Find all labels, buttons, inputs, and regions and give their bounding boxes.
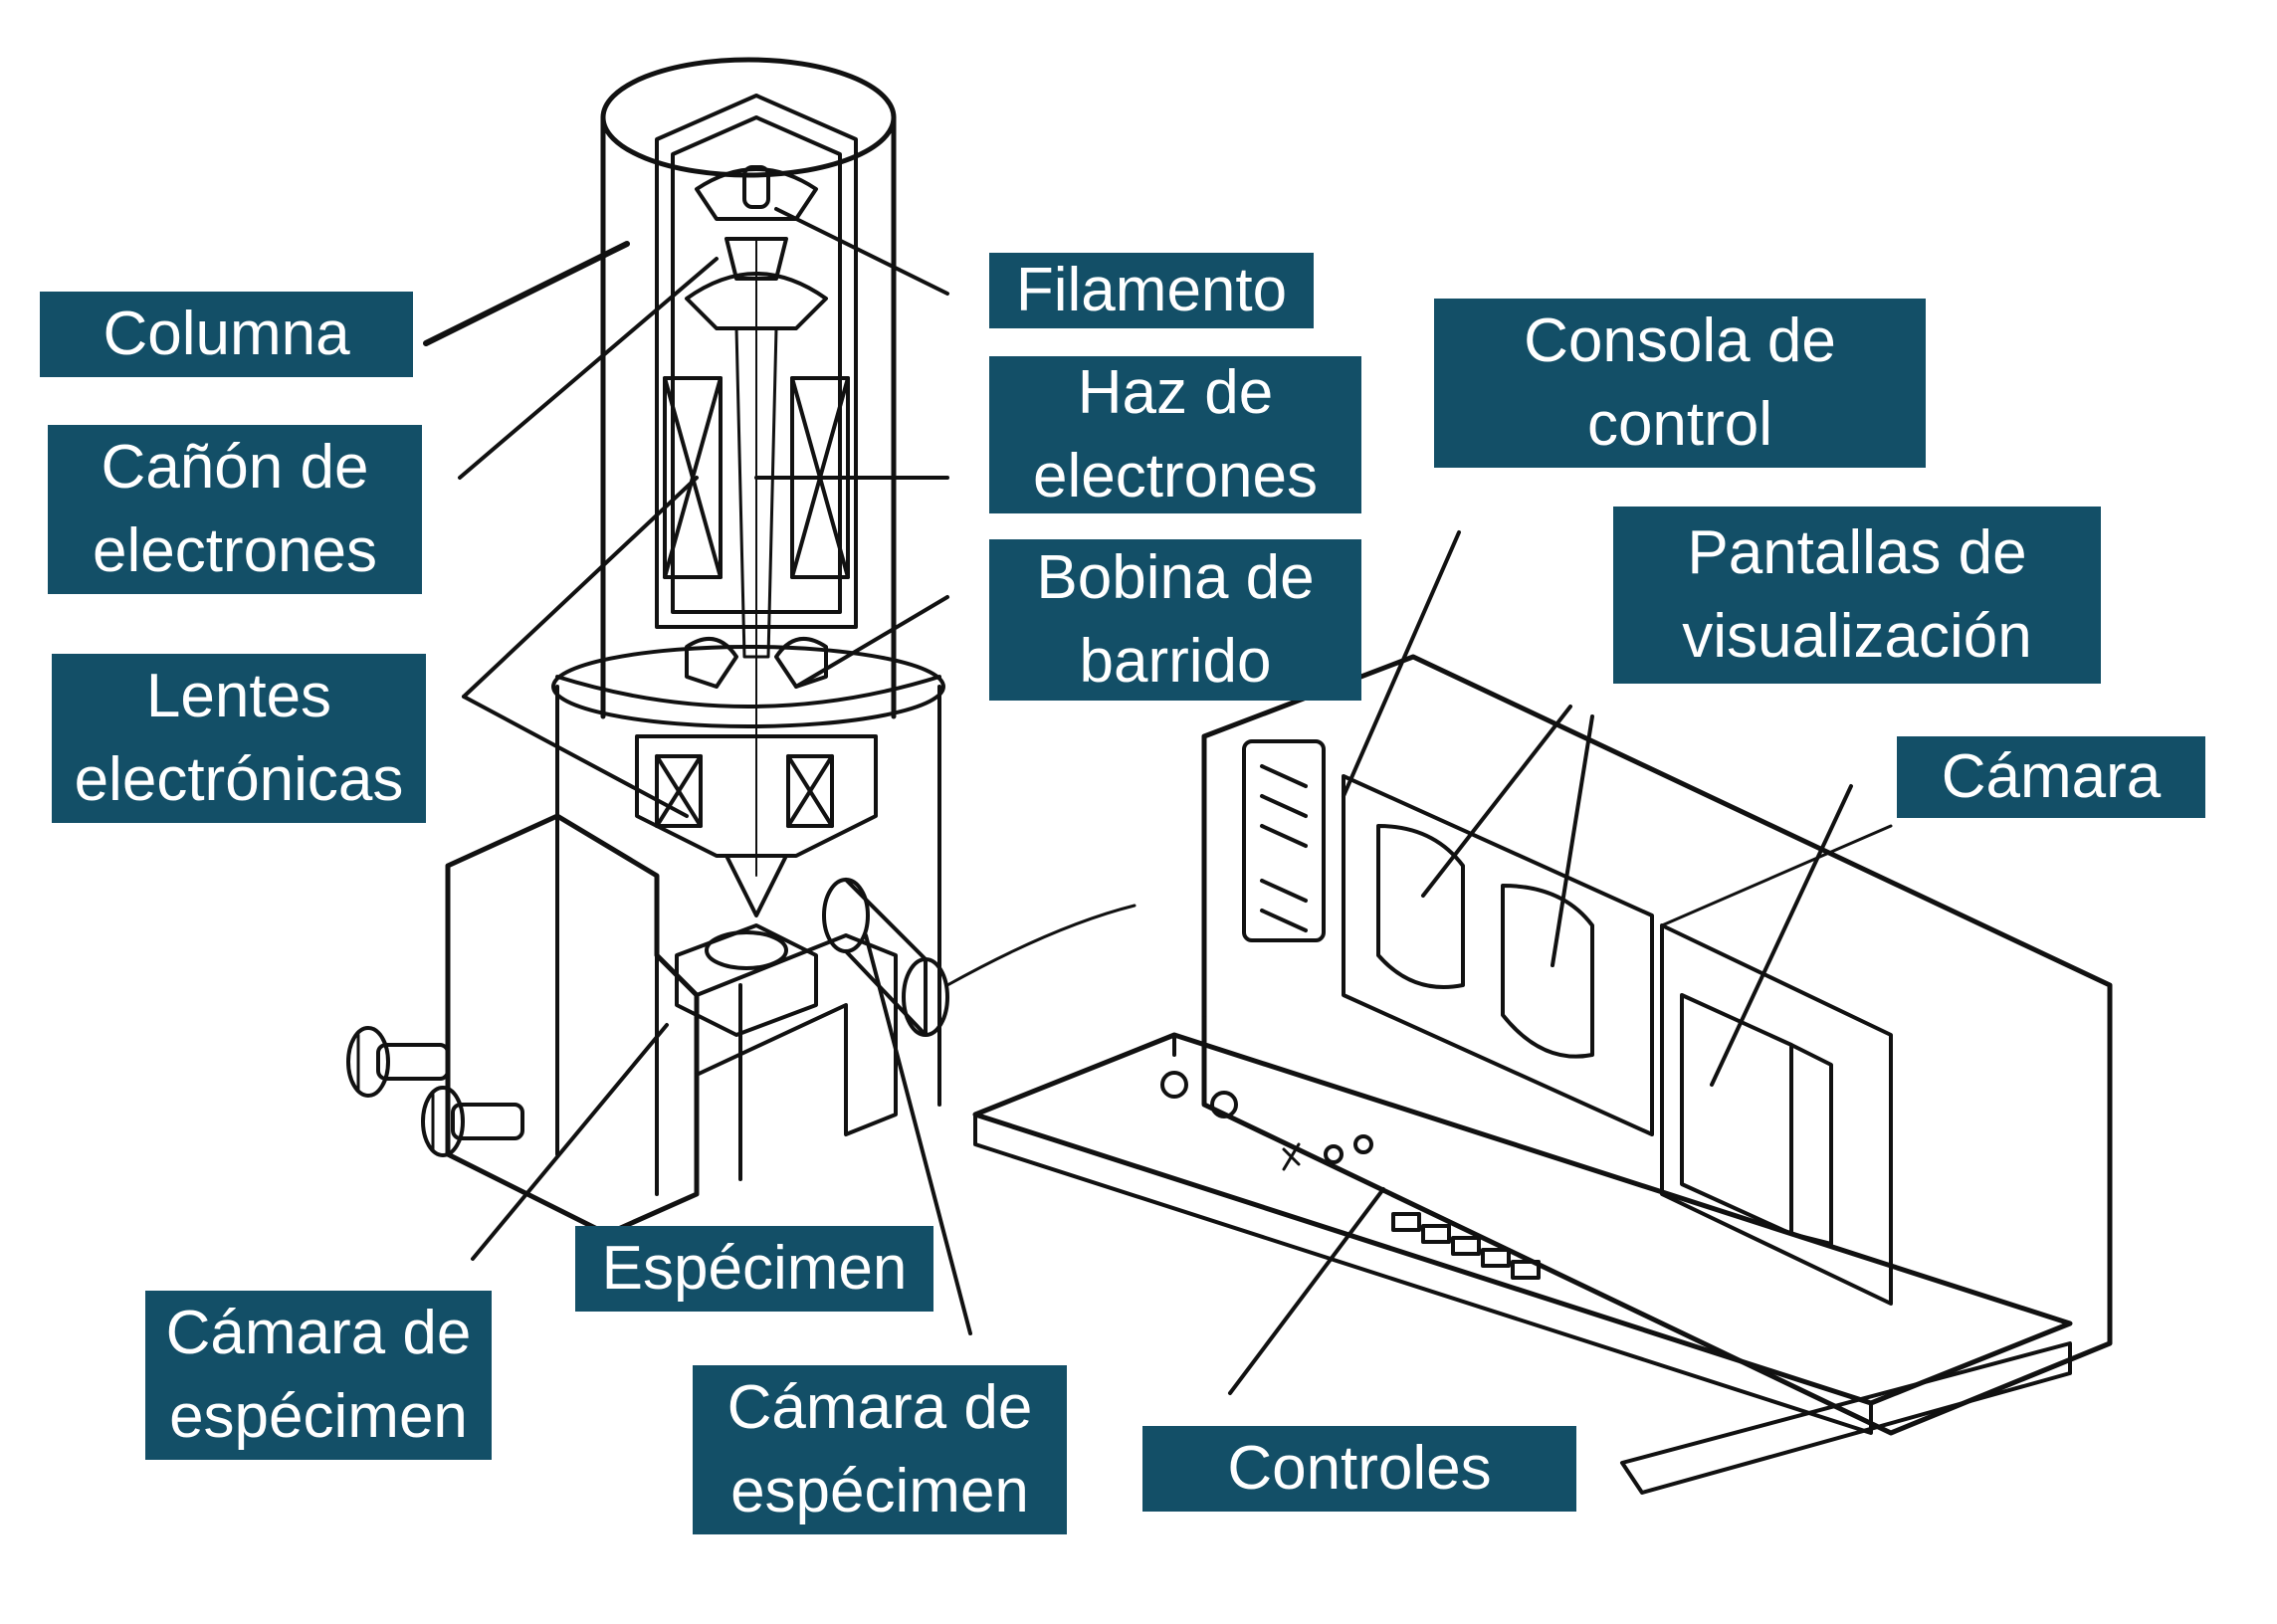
label-consola-de-control: Consola de control xyxy=(1434,299,1926,468)
label-pantallas-de-visualizacion: Pantallas de visualización xyxy=(1613,507,2101,684)
label-camara-de-especimen-center: Cámara de espécimen xyxy=(693,1365,1067,1534)
column-drawing xyxy=(551,57,945,1107)
specimen-chamber-drawing xyxy=(346,813,1137,1237)
label-especimen: Espécimen xyxy=(575,1226,933,1312)
label-haz-de-electrones: Haz de electrones xyxy=(989,356,1361,513)
label-filamento: Filamento xyxy=(989,253,1314,328)
label-canon-de-electrones: Cañón de electrones xyxy=(48,425,422,594)
label-controles: Controles xyxy=(1142,1426,1576,1512)
label-camara: Cámara xyxy=(1897,736,2205,818)
label-bobina-de-barrido: Bobina de barrido xyxy=(989,539,1361,701)
leader-lines xyxy=(423,207,1853,1395)
label-lentes-electronicas: Lentes electrónicas xyxy=(52,654,426,823)
label-camara-de-especimen-left: Cámara de espécimen xyxy=(145,1291,492,1460)
console-drawing xyxy=(972,654,2113,1495)
label-columna: Columna xyxy=(40,292,413,377)
